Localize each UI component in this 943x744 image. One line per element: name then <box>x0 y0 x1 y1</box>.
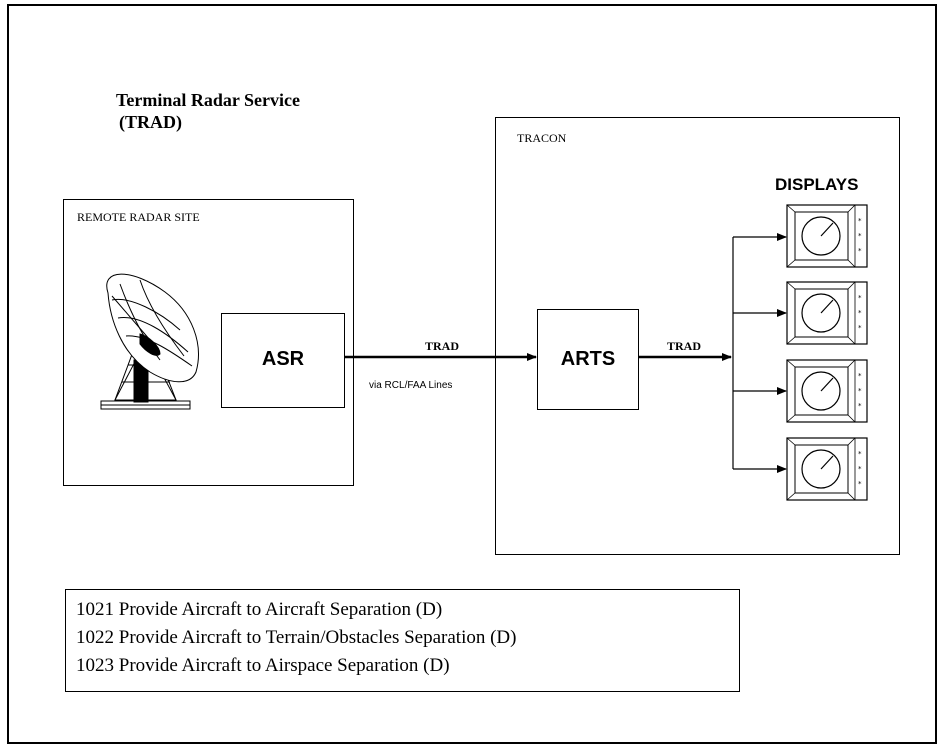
svg-text:*: * <box>858 480 862 488</box>
svg-text:*: * <box>858 294 862 302</box>
radar-display-icon: * * * <box>787 282 867 344</box>
radar-display-icon: * * * <box>787 205 867 267</box>
svg-text:*: * <box>858 402 862 410</box>
svg-text:*: * <box>858 324 862 332</box>
svg-text:*: * <box>858 465 862 473</box>
svg-text:*: * <box>858 372 862 380</box>
function-item: 1023 Provide Aircraft to Airspace Separa… <box>76 652 739 680</box>
svg-text:*: * <box>858 387 862 395</box>
function-item: 1021 Provide Aircraft to Aircraft Separa… <box>76 596 739 624</box>
function-item: 1022 Provide Aircraft to Terrain/Obstacl… <box>76 624 739 652</box>
svg-text:*: * <box>858 232 862 240</box>
svg-text:*: * <box>858 247 862 255</box>
svg-text:*: * <box>858 217 862 225</box>
radar-display-icon: * * * <box>787 360 867 422</box>
function-list-box: 1021 Provide Aircraft to Aircraft Separa… <box>65 589 740 692</box>
svg-text:*: * <box>858 450 862 458</box>
svg-text:*: * <box>858 309 862 317</box>
radar-display-icon: * * * <box>787 438 867 500</box>
radar-antenna-icon <box>101 274 198 409</box>
